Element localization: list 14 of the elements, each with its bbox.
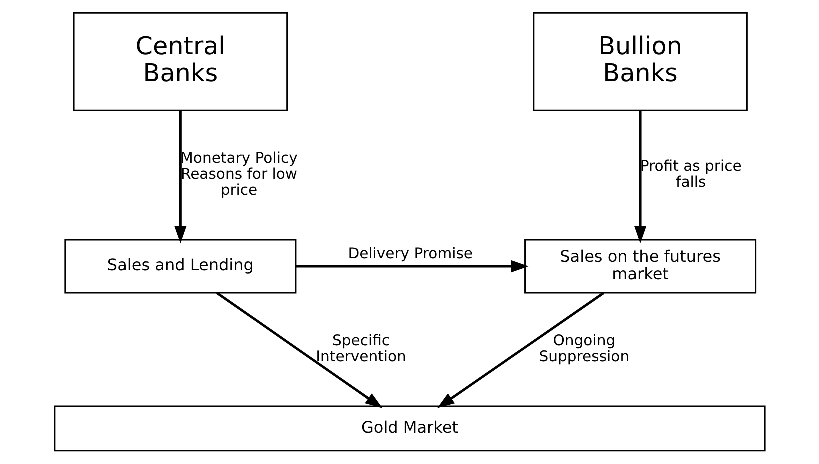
- node-box: Sales on the futures market: [524, 239, 756, 294]
- arrow: [174, 111, 186, 244]
- node-box: Gold Market: [54, 406, 766, 452]
- edge-label: Specific Intervention: [316, 332, 406, 366]
- arrow: [296, 260, 528, 273]
- edge-label: Delivery Promise: [348, 246, 473, 263]
- arrow: [436, 292, 604, 408]
- node-box: Central Banks: [72, 12, 288, 112]
- arrow: [216, 292, 382, 408]
- edge-label: Monetary Policy Reasons for low price: [180, 150, 298, 200]
- node-box: Sales and Lending: [64, 239, 296, 294]
- arrow: [634, 111, 646, 244]
- node-box: Bullion Banks: [532, 12, 748, 112]
- edge-label: Ongoing Suppression: [538, 332, 630, 366]
